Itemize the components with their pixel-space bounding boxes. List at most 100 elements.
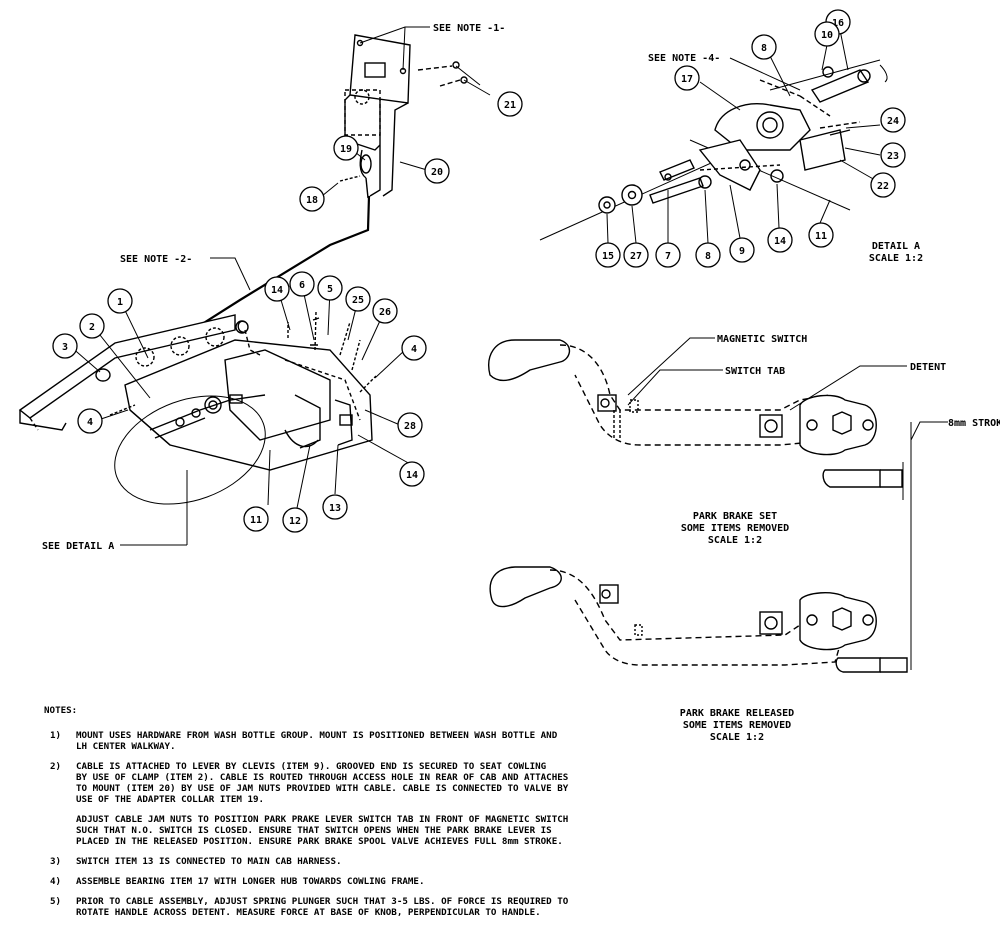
see-note-1-label: SEE NOTE -1- [433, 23, 505, 34]
bubble-25: 25 [345, 286, 371, 312]
bubble-15: 15 [595, 242, 621, 268]
note-number [44, 814, 76, 847]
park-brake-released-subtitle: SOME ITEMS REMOVED [683, 720, 791, 731]
svg-text:1: 1 [117, 297, 123, 308]
svg-text:8: 8 [705, 251, 711, 262]
svg-text:5: 5 [327, 284, 333, 295]
park-brake-assembly [18, 311, 377, 505]
note-text: CABLE IS ATTACHED TO LEVER BY CLEVIS (IT… [76, 761, 569, 805]
bubble-24: 24 [880, 107, 906, 133]
bubble-12: 12 [282, 507, 308, 533]
note-text: ADJUST CABLE JAM NUTS TO POSITION PARK P… [76, 814, 569, 847]
park-brake-set-subtitle: SOME ITEMS REMOVED [681, 523, 789, 534]
svg-text:21: 21 [504, 100, 516, 111]
bubble-4-right: 4 [401, 335, 427, 361]
note-text: MOUNT USES HARDWARE FROM WASH BOTTLE GRO… [76, 730, 558, 752]
bubble-3: 3 [52, 333, 78, 359]
svg-text:11: 11 [250, 515, 262, 526]
svg-text:7: 7 [665, 251, 671, 262]
svg-text:24: 24 [887, 116, 899, 127]
magnetic-switch-label: MAGNETIC SWITCH [717, 334, 807, 345]
bubble-8-bottom: 8 [695, 242, 721, 268]
note-number: 3) [50, 856, 62, 867]
note-number: 1) [50, 730, 62, 741]
bubble-11-main: 11 [243, 506, 269, 532]
bubble-21: 21 [497, 91, 523, 117]
bubble-5: 5 [317, 275, 343, 301]
svg-text:19: 19 [340, 144, 352, 155]
note-text: SWITCH ITEM 13 IS CONNECTED TO MAIN CAB … [76, 856, 342, 867]
note-2: 2) CABLE IS ATTACHED TO LEVER BY CLEVIS … [44, 761, 684, 805]
bubble-13: 13 [322, 494, 348, 520]
svg-text:15: 15 [602, 251, 614, 262]
bubble-9: 9 [729, 237, 755, 263]
bubble-1: 1 [107, 288, 133, 314]
svg-text:16: 16 [832, 18, 844, 29]
svg-text:11: 11 [815, 231, 827, 242]
svg-text:4: 4 [411, 344, 417, 355]
note-2-continuation: ADJUST CABLE JAM NUTS TO POSITION PARK P… [44, 814, 684, 847]
brake-cable [179, 195, 371, 339]
svg-text:2: 2 [89, 322, 95, 333]
bubble-10: 10 [814, 21, 840, 47]
note-number: 5) [50, 896, 62, 907]
svg-text:28: 28 [404, 421, 416, 432]
note-1: 1) MOUNT USES HARDWARE FROM WASH BOTTLE … [44, 730, 684, 752]
bubble-19: 19 [333, 135, 359, 161]
bubble-11-detail: 11 [808, 222, 834, 248]
notes-heading: NOTES: [44, 705, 78, 716]
park-brake-set-title: PARK BRAKE SET [693, 511, 777, 522]
park-brake-released-view [489, 500, 912, 673]
detent-label: DETENT [910, 362, 946, 373]
svg-text:13: 13 [329, 503, 341, 514]
bubble-2: 2 [79, 313, 105, 339]
svg-text:14: 14 [271, 285, 283, 296]
detail-a-exploded-view [539, 59, 888, 241]
note-3: 3) SWITCH ITEM 13 IS CONNECTED TO MAIN C… [44, 856, 684, 867]
svg-text:20: 20 [431, 167, 443, 178]
cable-mount-bracket [339, 34, 468, 199]
note-text: ASSEMBLE BEARING ITEM 17 WITH LONGER HUB… [76, 876, 425, 887]
bubble-14-detail: 14 [767, 227, 793, 253]
svg-text:14: 14 [774, 236, 786, 247]
see-detail-a-label: SEE DETAIL A [42, 541, 114, 552]
svg-text:9: 9 [739, 246, 745, 257]
bubble-23: 23 [880, 142, 906, 168]
bubble-26: 26 [372, 298, 398, 324]
svg-text:10: 10 [821, 30, 833, 41]
svg-text:6: 6 [299, 280, 305, 291]
svg-text:3: 3 [62, 342, 68, 353]
note-number: 2) [50, 761, 62, 772]
svg-text:27: 27 [630, 251, 642, 262]
park-brake-released-title: PARK BRAKE RELEASED [680, 708, 794, 719]
callout-labels: SEE NOTE -1- SEE NOTE -2- SEE NOTE -4- S… [42, 23, 1000, 743]
svg-text:14: 14 [406, 470, 418, 481]
note-number: 4) [50, 876, 62, 887]
bubble-28: 28 [397, 412, 423, 438]
bubble-14-right: 14 [399, 461, 425, 487]
svg-text:25: 25 [352, 295, 364, 306]
svg-text:17: 17 [681, 74, 693, 85]
see-note-4-label: SEE NOTE -4- [648, 53, 720, 64]
bubble-18: 18 [299, 186, 325, 212]
svg-text:8: 8 [761, 43, 767, 54]
see-note-2-label: SEE NOTE -2- [120, 254, 192, 265]
svg-text:26: 26 [379, 307, 391, 318]
park-brake-released-scale: SCALE 1:2 [710, 732, 764, 743]
svg-text:22: 22 [877, 181, 889, 192]
svg-text:4: 4 [87, 417, 93, 428]
stroke-label: 8mm STROKE [948, 418, 1000, 429]
detail-a-title: DETAIL A [872, 241, 920, 252]
bubble-4-left: 4 [77, 408, 103, 434]
item-bubbles: 21 20 19 18 1 2 3 4 14 6 5 25 26 4 28 14… [52, 9, 906, 533]
bubble-8-top: 8 [751, 34, 777, 60]
park-brake-set-scale: SCALE 1:2 [708, 535, 762, 546]
detail-a-scale: SCALE 1:2 [869, 253, 923, 264]
bubble-22: 22 [870, 172, 896, 198]
notes-section: NOTES: 1) MOUNT USES HARDWARE FROM WASH … [44, 705, 684, 927]
svg-text:23: 23 [887, 151, 899, 162]
bubble-20: 20 [424, 158, 450, 184]
bubble-17: 17 [674, 65, 700, 91]
note-text: PRIOR TO CABLE ASSEMBLY, ADJUST SPRING P… [76, 896, 569, 918]
